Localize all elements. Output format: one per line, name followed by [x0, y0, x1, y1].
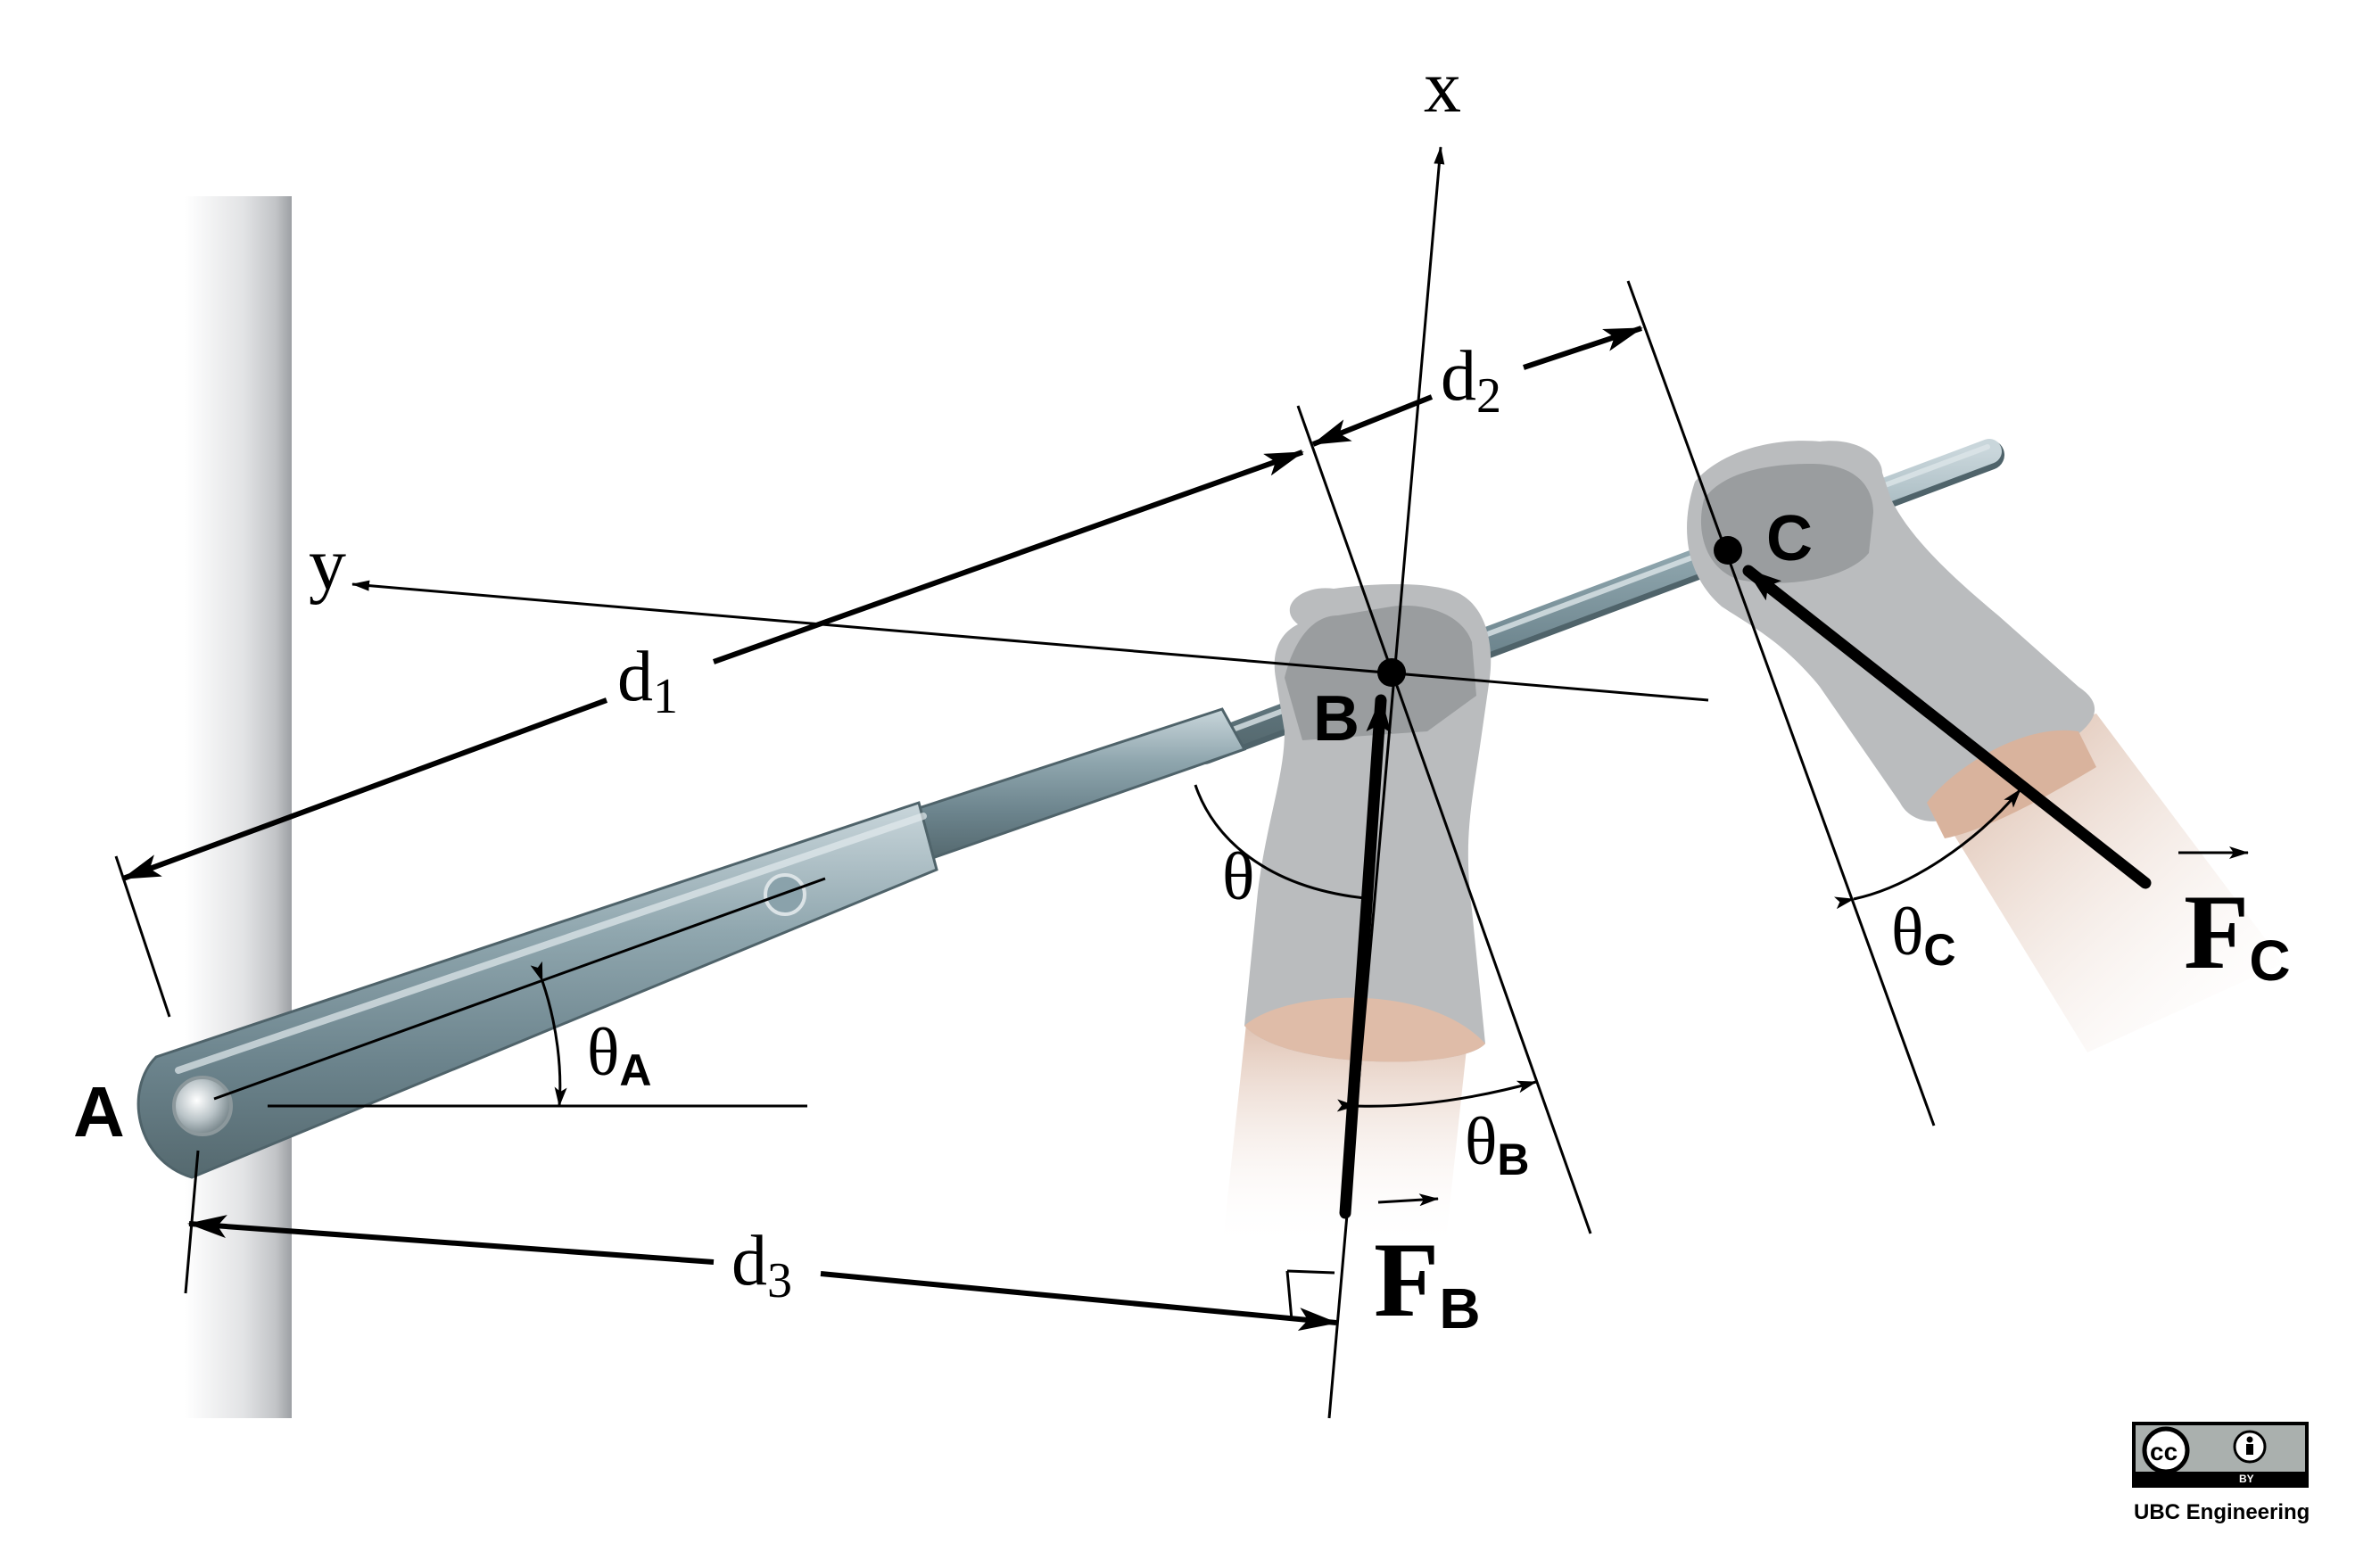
label-point-a: A: [73, 1072, 125, 1151]
axis-y: [351, 580, 1709, 702]
witness-c: [1626, 280, 1936, 1126]
svg-text:cc: cc: [2150, 1438, 2178, 1465]
label-force-c: FC: [2184, 872, 2291, 993]
right-angle-mark-top: [1286, 1269, 1335, 1275]
badge-by-text: BY: [2239, 1473, 2254, 1485]
dim-d1-upper: [712, 450, 1304, 664]
dim-d1-lower: [121, 697, 608, 881]
arc-theta-a: [530, 961, 567, 1107]
label-theta-b: θB: [1465, 1104, 1530, 1184]
right-angle-mark: [1285, 1270, 1293, 1321]
witness-b: [1296, 405, 1592, 1234]
label-axis-y: y: [309, 523, 346, 606]
force-b-vector: [1339, 694, 1392, 1219]
label-d1: d1: [617, 638, 678, 724]
arc-theta-b: [1336, 1080, 1537, 1112]
label-d2: d2: [1441, 337, 1501, 424]
wall: [185, 196, 292, 1418]
label-point-c: C: [1766, 503, 1813, 574]
label-force-b: FB: [1374, 1220, 1481, 1341]
label-point-b: B: [1313, 683, 1359, 755]
force-c-vector: [1742, 565, 2152, 889]
point-b-dot: [1377, 658, 1406, 687]
label-axis-x: x: [1424, 45, 1461, 128]
arc-theta: [1194, 784, 1366, 900]
point-c-dot: [1714, 536, 1742, 565]
force-b-overbar: [1377, 1193, 1439, 1207]
label-theta-c: θC: [1891, 895, 1956, 975]
dim-d2-right: [1523, 326, 1643, 370]
witness-a-d1: [114, 855, 171, 1018]
label-theta-a: θA: [587, 1015, 652, 1095]
arc-theta-c: [1834, 788, 2022, 910]
creative-commons-icon: cc: [2142, 1426, 2190, 1474]
dim-d2-left: [1311, 394, 1434, 447]
label-theta: θ: [1222, 839, 1254, 914]
pin-a: [172, 1076, 233, 1136]
attribution-person-icon: [2233, 1430, 2267, 1464]
label-d3: d3: [731, 1222, 792, 1308]
cc-by-badge[interactable]: cc BY: [2132, 1422, 2309, 1488]
rod-centerline: [213, 877, 826, 1101]
credit-text: UBC Engineering: [2134, 1500, 2310, 1524]
dim-d3-left: [187, 1215, 715, 1265]
dim-d3-right: [820, 1271, 1338, 1331]
